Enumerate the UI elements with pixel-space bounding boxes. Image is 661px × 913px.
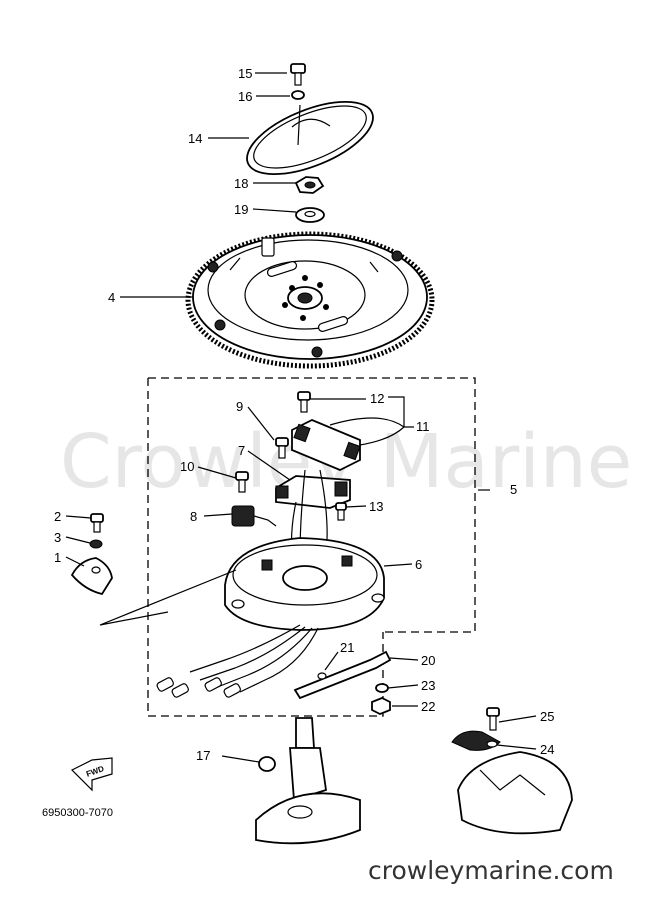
leader-lines <box>65 72 537 763</box>
pulser-coil-7 <box>275 475 351 509</box>
callout-6: 6 <box>415 557 422 572</box>
cord-strap-20 <box>293 650 392 700</box>
callout-2: 2 <box>54 509 61 524</box>
callout-4: 4 <box>108 290 115 305</box>
bolt-2 <box>90 513 104 533</box>
callout-5: 5 <box>510 482 517 497</box>
stator-base-6 <box>224 537 385 631</box>
bolt-10 <box>235 471 249 493</box>
bolt-22 <box>371 697 391 715</box>
flywheel-4 <box>185 231 435 369</box>
assembly-box-5 <box>147 377 476 717</box>
bolt-15 <box>290 63 306 86</box>
forward-arrow-icon: FWD <box>70 757 113 792</box>
callout-16: 16 <box>238 89 252 104</box>
callout-21: 21 <box>340 640 354 655</box>
callout-11: 11 <box>416 419 430 434</box>
flywheel-cover-14 <box>246 100 374 176</box>
bracket-1 <box>70 557 113 596</box>
callout-25: 25 <box>540 709 554 724</box>
callout-18: 18 <box>234 176 248 191</box>
washer-16 <box>291 90 305 100</box>
callout-7: 7 <box>238 443 245 458</box>
callout-15: 15 <box>238 66 252 81</box>
crank-sleeve-assembly <box>255 717 361 845</box>
callout-13: 13 <box>369 499 383 514</box>
key-17 <box>258 756 276 772</box>
charge-coil-11 <box>291 419 361 471</box>
callout-labels: 15 16 14 18 19 4 12 11 9 7 10 8 13 5 6 2… <box>54 66 554 763</box>
sensor-8 <box>231 505 277 527</box>
callout-14: 14 <box>188 131 202 146</box>
callout-12: 12 <box>370 391 384 406</box>
bolt-12 <box>297 391 311 413</box>
bolt-25 <box>486 707 500 731</box>
bolt-9 <box>275 437 289 459</box>
callout-22: 22 <box>421 699 435 714</box>
nut-18 <box>294 176 325 194</box>
wire-harness <box>156 624 319 698</box>
callout-23: 23 <box>421 678 435 693</box>
callout-19: 19 <box>234 202 248 217</box>
site-url[interactable]: crowleymarine.com <box>368 856 614 885</box>
callout-20: 20 <box>421 653 435 668</box>
bracket-24 <box>451 730 501 751</box>
callout-9: 9 <box>236 399 243 414</box>
engine-block-section <box>457 751 573 835</box>
washer-19 <box>295 207 325 223</box>
bolt-13 <box>335 502 347 521</box>
callout-24: 24 <box>540 742 554 757</box>
diagram-part-number: 6950300-7070 <box>42 807 113 819</box>
callout-10: 10 <box>180 459 194 474</box>
washer-23 <box>375 683 389 693</box>
callout-17: 17 <box>196 748 210 763</box>
callout-3: 3 <box>54 530 61 545</box>
washer-3 <box>89 539 103 549</box>
callout-1: 1 <box>54 550 61 565</box>
callout-8: 8 <box>190 509 197 524</box>
